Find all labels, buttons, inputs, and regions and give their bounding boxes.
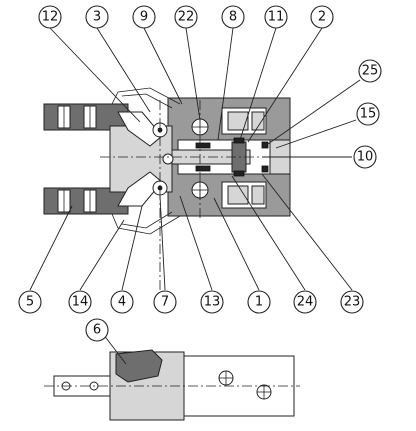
callout-14: 14	[68, 290, 92, 314]
svg-text:1: 1	[255, 295, 263, 310]
lever-upper	[117, 111, 163, 147]
svg-text:8: 8	[229, 10, 237, 25]
svg-text:23: 23	[344, 295, 361, 310]
upper-cartridge-2	[251, 111, 265, 131]
callout-24: 24	[293, 290, 317, 314]
svg-text:25: 25	[362, 64, 379, 79]
side-finger	[115, 349, 163, 383]
callout-13: 13	[200, 290, 224, 314]
callout-4: 4	[110, 290, 134, 314]
lower-cartridge	[227, 185, 249, 205]
svg-text:2: 2	[318, 10, 326, 25]
svg-text:15: 15	[360, 107, 377, 122]
callout-10: 10	[353, 145, 377, 169]
callout-11: 11	[264, 5, 288, 29]
callout-7: 7	[153, 290, 177, 314]
svg-text:6: 6	[93, 323, 101, 338]
callout-22: 22	[174, 5, 198, 29]
callout-23: 23	[340, 290, 364, 314]
svg-text:4: 4	[118, 295, 126, 310]
callout-25: 25	[358, 59, 382, 83]
cover-lower	[111, 213, 181, 235]
svg-text:10: 10	[357, 150, 374, 165]
svg-text:13: 13	[204, 295, 221, 310]
svg-text:14: 14	[72, 295, 89, 310]
callout-6: 6	[85, 318, 109, 342]
callout-1: 1	[247, 290, 271, 314]
piston-seal-top	[233, 137, 245, 144]
svg-text:5: 5	[26, 295, 34, 310]
callout-3: 3	[85, 5, 109, 29]
callout-2: 2	[310, 5, 334, 29]
svg-text:12: 12	[42, 10, 59, 25]
side-view	[44, 349, 300, 421]
cover-upper	[111, 87, 181, 105]
main-section-view	[43, 87, 300, 290]
svg-text:22: 22	[178, 10, 195, 25]
upper-cartridge	[227, 111, 249, 131]
lower-cartridge-2	[251, 185, 265, 205]
svg-text:9: 9	[140, 10, 148, 25]
center-pin	[162, 153, 174, 165]
rod-seal-top	[195, 142, 211, 149]
cap-seal-bottom	[261, 165, 269, 173]
callout-8: 8	[221, 5, 245, 29]
callout-5: 5	[18, 290, 42, 314]
svg-text:11: 11	[268, 10, 285, 25]
leader-lines	[29, 27, 361, 365]
callout-12: 12	[38, 5, 62, 29]
callout-15: 15	[356, 102, 380, 126]
rod-seal-bottom	[195, 165, 211, 172]
cap-seal-top	[261, 141, 269, 149]
piston-seal-bottom	[233, 170, 245, 177]
lever-lower	[117, 171, 163, 207]
svg-text:24: 24	[297, 295, 314, 310]
svg-text:3: 3	[93, 10, 101, 25]
svg-text:7: 7	[161, 295, 169, 310]
callout-9: 9	[132, 5, 156, 29]
jaw-rollers	[57, 105, 97, 213]
